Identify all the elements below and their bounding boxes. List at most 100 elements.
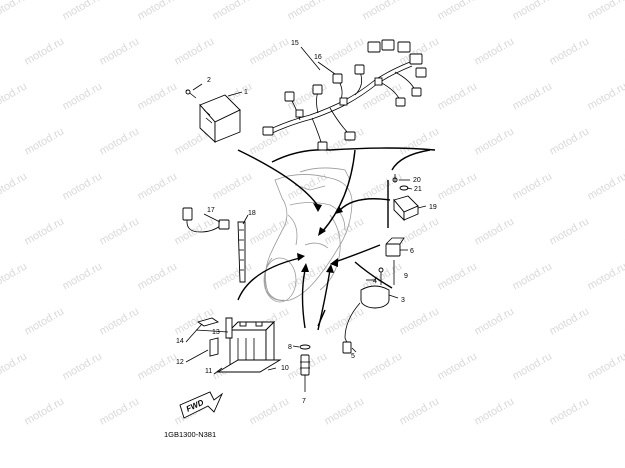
watermark-text: motod.ru [436,350,480,382]
callout-11: 11 [205,368,212,375]
callout-12: 12 [176,359,184,366]
watermark-text: motod.ru [511,0,555,23]
watermark-text: motod.ru [323,125,367,157]
watermark-text: motod.ru [473,125,517,157]
watermark-text: motod.ru [23,395,67,427]
guide-arrows [237,147,436,331]
callout-15: 15 [291,40,299,47]
watermark-text: motod.ru [473,305,517,337]
callout-16: 16 [314,54,322,61]
watermark-text: motod.ru [211,260,255,292]
watermark-text: motod.ru [136,0,180,23]
watermark-text: motod.ru [61,350,105,382]
callout-13: 13 [212,329,220,336]
watermark-text: motod.ru [548,35,592,67]
watermark-text: motod.ru [323,35,367,67]
drawing-code: 1GB1300-N381 [164,430,216,439]
watermark-text: motod.ru [136,170,180,202]
watermark-text: motod.ru [61,260,105,292]
battery-assembly [185,317,282,375]
watermark-text: motod.ru [98,215,142,247]
cdi-unit [185,83,243,144]
watermark-text: motod.ru [61,80,105,112]
watermark-text: motod.ru [98,35,142,67]
spark-plug [292,344,311,392]
watermark-text: motod.ru [23,305,67,337]
watermark-text: motod.ru [211,0,255,23]
watermark-text: motod.ru [586,350,625,382]
watermark-text: motod.ru [398,305,442,337]
fwd-arrow: FWD [179,391,224,419]
watermark-text: motod.ru [98,125,142,157]
callout-21: 21 [414,186,422,193]
callout-8: 8 [288,344,292,351]
watermark-text: motod.ru [0,350,29,382]
callout-19: 19 [429,204,437,211]
watermark-text: motod.ru [586,80,625,112]
watermark-text: motod.ru [361,170,405,202]
watermark-text: motod.ru [23,125,67,157]
watermark-text: motod.ru [361,0,405,23]
scooter-outline [263,167,353,303]
watermark-text: motod.ru [23,35,67,67]
watermark-text: motod.ru [0,260,29,292]
watermark-text: motod.ru [0,80,29,112]
callout-20: 20 [413,177,421,184]
watermark-text: motod.ru [323,395,367,427]
watermark-text: motod.ru [173,35,217,67]
watermark-text: motod.ru [436,0,480,23]
callout-7: 7 [302,398,306,405]
watermark-layer: motod.ru motod.ru motod.ru motod.ru motod.ru… [0,0,625,428]
watermark-text: motod.ru [548,215,592,247]
starter-relay [385,237,408,257]
watermark-text: motod.ru [136,80,180,112]
watermark-text: motod.ru [473,395,517,427]
watermark-text: motod.ru [586,260,625,292]
watermark-text: motod.ru [436,170,480,202]
callout-6: 6 [410,248,414,255]
watermark-text: motod.ru [248,35,292,67]
watermark-text: motod.ru [61,170,105,202]
callout-1: 1 [244,89,248,96]
wire-harness [262,39,427,151]
callout-4: 4 [373,278,377,285]
callout-3: 3 [401,297,405,304]
watermark-text: motod.ru [398,395,442,427]
watermark-text: motod.ru [286,0,330,23]
callout-10: 10 [281,365,289,372]
watermark-text: motod.ru [586,170,625,202]
watermark-text: motod.ru [511,350,555,382]
callout-numbers: 1 2 3 4 5 6 7 8 9 10 11 12 13 14 15 16 1… [176,40,437,405]
relay-connector [182,207,230,233]
watermark-text: motod.ru [548,125,592,157]
watermark-text: motod.ru [323,215,367,247]
ignition-coil [342,260,399,354]
callout-2: 2 [207,77,211,84]
watermark-text: motod.ru [136,350,180,382]
watermark-text: motod.ru [61,0,105,23]
watermark-text: motod.ru [136,260,180,292]
watermark-text: motod.ru [98,305,142,337]
watermark-text: motod.ru [23,215,67,247]
watermark-text: motod.ru [323,305,367,337]
watermark-text: motod.ru [248,395,292,427]
callout-5: 5 [351,353,355,360]
watermark-text: motod.ru [511,170,555,202]
callout-9: 9 [404,273,408,280]
callout-14: 14 [176,338,184,345]
watermark-text: motod.ru [511,260,555,292]
watermark-text: motod.ru [436,260,480,292]
watermark-text: motod.ru [361,350,405,382]
rectifier-regulator [392,174,427,222]
watermark-text: motod.ru [98,395,142,427]
watermark-text: motod.ru [548,305,592,337]
watermark-text: motod.ru [0,170,29,202]
watermark-text: motod.ru [436,80,480,112]
watermark-text: motod.ru [548,395,592,427]
watermark-text: motod.ru [248,215,292,247]
watermark-text: motod.ru [211,170,255,202]
callout-17: 17 [207,207,215,214]
cable-strap [237,214,249,283]
callout-18: 18 [248,210,256,217]
